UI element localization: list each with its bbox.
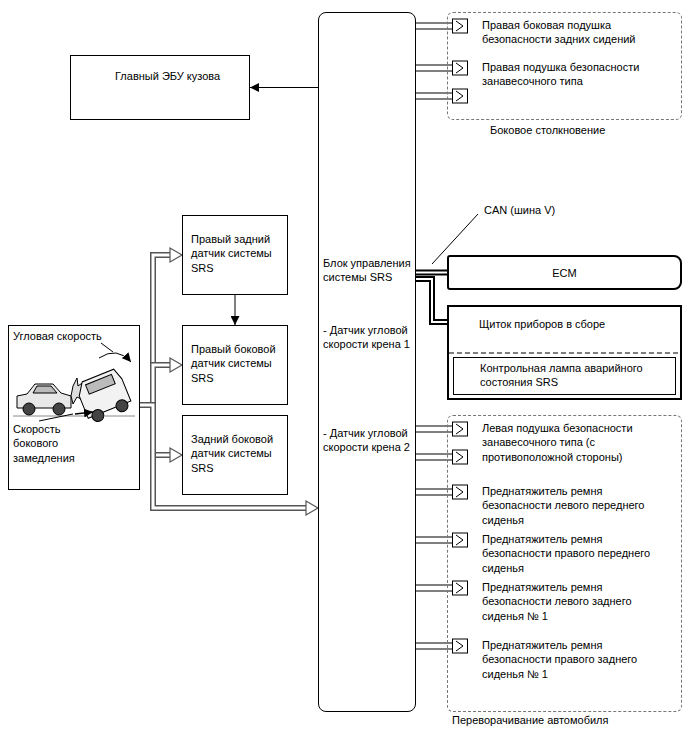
node-caption: Блок управления системы SRS (323, 256, 413, 285)
airbag-item: Правая подушка безопасности занавесочног… (452, 58, 677, 114)
node-label: Правая боковая подушка безопасности задн… (482, 18, 673, 47)
squib-symbol (453, 485, 468, 499)
warning-lamp-box: Контрольная лампа аварийного состояния S… (453, 357, 676, 395)
node-label: Правый боковой датчик системы SRS (191, 342, 281, 385)
squib-symbol (452, 636, 472, 682)
squib-symbol (456, 487, 463, 497)
wire (250, 87, 318, 88)
node-label: Преднатяжитель ремня безопасности правог… (482, 638, 673, 681)
squib-symbol (452, 578, 472, 624)
node-caption: - Датчик угловой скорости крена 2 (323, 426, 413, 455)
squib-symbol (452, 419, 472, 475)
node-label: Задний боковой датчик системы SRS (191, 432, 281, 475)
node-label: Преднатяжитель ремня безопасности левого… (482, 484, 673, 527)
node-caption: Боковое столкновение (490, 123, 688, 137)
squib-symbol (453, 422, 468, 436)
control-unit-box: Блок управления системы SRS - Датчик угло… (318, 12, 416, 712)
squib-symbol (452, 482, 472, 526)
squib-symbol (453, 450, 468, 464)
node-label: Щиток приборов в сборе (479, 317, 674, 331)
signal-arrow (140, 248, 182, 405)
group-region: Боковое столкновениеПравая боковая подуш… (447, 12, 682, 120)
can-bus (416, 272, 447, 273)
squib-symbol (452, 58, 472, 114)
node-label: Контрольная лампа аварийного состояния S… (480, 361, 669, 390)
ecm-box: ECM (447, 255, 682, 290)
node-caption: Переворачивание автомобиля (452, 713, 672, 727)
squib-symbol (453, 533, 468, 547)
squib-symbol (452, 530, 472, 574)
squib-symbol (456, 63, 463, 73)
squib-symbol (452, 16, 472, 54)
squib-symbol (453, 89, 468, 103)
squib-symbol (453, 19, 468, 33)
pretensioner-item: Преднатяжитель ремня безопасности левого… (452, 578, 677, 625)
pretensioner-item: Преднатяжитель ремня безопасности правог… (452, 636, 677, 683)
sensor-box: Задний боковой датчик системы SRS (182, 415, 288, 495)
squib-symbol (456, 91, 463, 101)
illustration-box: Угловая скоростьСкорость бокового замедл… (8, 325, 140, 490)
pretensioner-item: Преднатяжитель ремня безопасности левого… (452, 482, 677, 529)
signal-arrow (140, 405, 182, 462)
can-bus (416, 279, 447, 322)
instrument-panel-box: Щиток приборов в сбореКонтрольная лампа … (447, 305, 682, 400)
crash-illustration (9, 326, 139, 489)
sensor-box: Правый задний датчик системы SRS (182, 215, 288, 295)
separator-line (449, 353, 680, 354)
squib-symbol (456, 535, 463, 545)
squib-symbol (456, 452, 463, 462)
squib-symbol (453, 61, 468, 75)
squib-symbol (453, 581, 468, 595)
sensor-box: Правый боковой датчик системы SRS (182, 325, 288, 405)
airbag-item: Правая боковая подушка безопасности задн… (452, 16, 677, 54)
signal-arrow (140, 358, 182, 405)
bus-label: CAN (шина V) (482, 203, 557, 217)
signal-arrow (140, 405, 318, 515)
node-label: Главный ЭБУ кузова (115, 69, 229, 83)
airbag-item: Левая подушка безопасности занавесочного… (452, 419, 677, 475)
wire (235, 295, 236, 325)
node-label: Преднатяжитель ремня безопасности правог… (482, 532, 673, 575)
group-region: Переворачивание автомобиляЛевая подушка … (447, 415, 682, 712)
node-label: ECM (449, 266, 680, 280)
node-label: Правый задний датчик системы SRS (191, 232, 281, 275)
node-caption: - Датчик угловой скорости крена 1 (323, 323, 413, 352)
squib-symbol (453, 639, 468, 653)
squib-symbol (456, 583, 463, 593)
node-caption: Угловая скорость (13, 329, 133, 343)
node-label: Левая подушка безопасности занавесочного… (482, 421, 673, 464)
ecu-box: Главный ЭБУ кузова (70, 55, 250, 120)
squib-symbol (456, 424, 463, 434)
squib-symbol (456, 641, 463, 651)
squib-symbol (456, 21, 463, 31)
node-caption: Скорость бокового замедления (13, 422, 105, 465)
pretensioner-item: Преднатяжитель ремня безопасности правог… (452, 530, 677, 577)
node-label: Правая подушка безопасности занавесочног… (482, 60, 673, 89)
node-label: Преднатяжитель ремня безопасности левого… (482, 580, 673, 623)
